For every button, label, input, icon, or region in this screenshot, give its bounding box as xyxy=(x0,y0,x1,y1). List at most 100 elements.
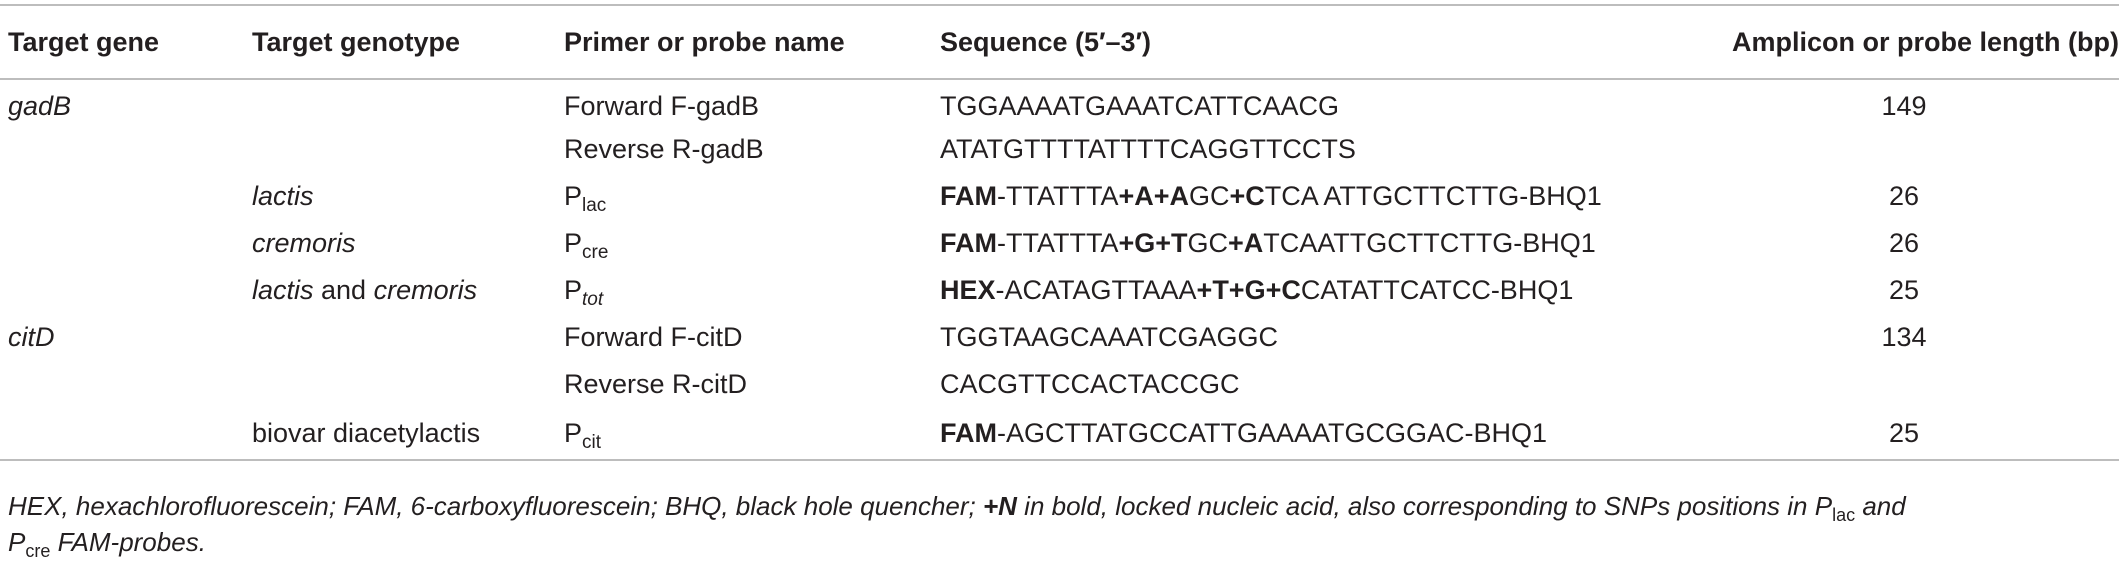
probe-name-base: P xyxy=(564,181,583,211)
cell-genotype: cremoris xyxy=(252,228,356,258)
seq-part: +C xyxy=(1229,181,1265,211)
genotype-lactis: lactis xyxy=(252,275,314,305)
cell-gene xyxy=(0,126,252,173)
cell-length xyxy=(1694,361,2119,408)
cell-length: 26 xyxy=(1694,173,2119,220)
seq-part: FAM xyxy=(940,181,997,211)
seq-part: GC xyxy=(1189,181,1230,211)
footnote-subscript: cre xyxy=(25,541,51,561)
table-row: cremoris Pcre FAM-TTATTTA+G+TGC+ATCAATTG… xyxy=(0,220,2119,267)
probe-name-subscript: cit xyxy=(582,432,602,453)
cell-gene xyxy=(0,267,252,314)
header-target-genotype: Target genotype xyxy=(252,26,461,57)
cell-gene xyxy=(0,361,252,408)
footnote-lna-marker: +N xyxy=(982,491,1017,521)
cell-genotype: lactis xyxy=(252,181,314,211)
cell-name: Pcre xyxy=(564,220,940,267)
cell-name: Ptot xyxy=(564,267,940,314)
seq-part: FAM xyxy=(940,418,997,448)
cell-sequence: CACGTTCCACTACCGC xyxy=(940,369,1240,399)
primer-probe-table: Target gene Target genotype Primer or pr… xyxy=(0,4,2119,461)
table-row: lactis and cremoris Ptot HEX-ACATAGTTAAA… xyxy=(0,267,2119,314)
cell-length: 25 xyxy=(1694,408,2119,460)
table-row: gadB Forward F-gadB TGGAAAATGAAATCATTCAA… xyxy=(0,79,2119,126)
probe-name-subscript: tot xyxy=(582,289,604,310)
cell-genotype xyxy=(252,361,564,408)
cell-genotype xyxy=(252,79,564,126)
cell-name: Forward F-citD xyxy=(564,322,743,352)
cell-sequence: TGGAAAATGAAATCATTCAACG xyxy=(940,90,1340,121)
table-row: Reverse R-citD CACGTTCCACTACCGC xyxy=(0,361,2119,408)
footnote-text: FAM-probes. xyxy=(50,527,206,557)
seq-part: -TTATTTA xyxy=(997,181,1119,211)
seq-part: -AGCTTATGCCATTGAAAATGCGGAC-BHQ1 xyxy=(997,418,1548,448)
seq-part: FAM xyxy=(940,228,997,258)
footnote-text: in bold, locked nucleic acid, also corre… xyxy=(1016,491,1833,521)
cell-gene xyxy=(0,220,252,267)
cell-gene: citD xyxy=(8,322,55,352)
length-value: 26 xyxy=(1888,181,1920,211)
seq-part: +A xyxy=(1228,228,1264,258)
seq-part: TCAATTGCTTCTTG-BHQ1 xyxy=(1263,228,1596,258)
length-value: 26 xyxy=(1888,228,1920,258)
cell-sequence: ATATGTTTTATTTTCAGGTTCCTS xyxy=(940,134,1356,164)
length-value: 25 xyxy=(1888,418,1920,448)
table-footnote: HEX, hexachlorofluorescein; FAM, 6-carbo… xyxy=(8,488,2108,560)
genotype-and: and xyxy=(313,275,374,305)
seq-part: +T+G+C xyxy=(1196,275,1301,305)
cell-sequence: FAM-TTATTTA+G+TGC+ATCAATTGCTTCTTG-BHQ1 xyxy=(940,220,1694,267)
seq-part: +G+T xyxy=(1118,228,1188,258)
cell-genotype: lactis and cremoris xyxy=(252,267,564,314)
table-row: Reverse R-gadB ATATGTTTTATTTTCAGGTTCCTS xyxy=(0,126,2119,173)
cell-name: Reverse R-gadB xyxy=(564,134,764,164)
probe-name-subscript: cre xyxy=(582,242,609,263)
table-header-row: Target gene Target genotype Primer or pr… xyxy=(0,5,2119,79)
table-row: biovar diacetylactis Pcit FAM-AGCTTATGCC… xyxy=(0,408,2119,460)
cell-sequence: HEX-ACATAGTTAAA+T+G+CCATATTCATCC-BHQ1 xyxy=(940,267,1694,314)
seq-part: CATATTCATCC-BHQ1 xyxy=(1300,275,1574,305)
cell-sequence: TGGTAAGCAAATCGAGGC xyxy=(940,322,1279,352)
genotype-cremoris: cremoris xyxy=(373,275,478,305)
cell-length: 149 xyxy=(1694,79,2119,126)
seq-part: -ACATAGTTAAA xyxy=(995,275,1197,305)
cell-gene xyxy=(0,408,252,460)
cell-length: 25 xyxy=(1694,267,2119,314)
seq-part: -TTATTTA xyxy=(997,228,1119,258)
cell-name: Forward F-gadB xyxy=(564,90,760,121)
cell-length: 26 xyxy=(1694,220,2119,267)
cell-genotype: biovar diacetylactis xyxy=(252,418,481,448)
cell-name: Plac xyxy=(564,173,940,220)
length-value: 149 xyxy=(1881,90,1927,121)
footnote-text: HEX, hexachlorofluorescein; FAM, 6-carbo… xyxy=(8,491,983,521)
seq-part: HEX xyxy=(940,275,996,305)
cell-genotype xyxy=(252,126,564,173)
cell-length xyxy=(1694,126,2119,173)
probe-name-base: P xyxy=(564,228,583,258)
cell-length: 134 xyxy=(1694,314,2119,361)
footnote-subscript: lac xyxy=(1832,505,1856,525)
seq-part: +A+A xyxy=(1118,181,1190,211)
probe-name-base: P xyxy=(564,418,583,448)
seq-part: TCA ATTGCTTCTTG-BHQ1 xyxy=(1264,181,1602,211)
seq-part: GC xyxy=(1187,228,1229,258)
cell-gene xyxy=(0,173,252,220)
header-sequence: Sequence (5′–3′) xyxy=(940,26,1152,57)
probe-name-base: P xyxy=(564,275,583,305)
cell-sequence: FAM-AGCTTATGCCATTGAAAATGCGGAC-BHQ1 xyxy=(940,408,1694,460)
table-row: lactis Plac FAM-TTATTTA+A+AGC+CTCA ATTGC… xyxy=(0,173,2119,220)
cell-gene: gadB xyxy=(8,90,72,121)
probe-name-subscript: lac xyxy=(582,195,607,216)
header-primer-probe-name: Primer or probe name xyxy=(564,26,845,57)
table-row: citD Forward F-citD TGGTAAGCAAATCGAGGC 1… xyxy=(0,314,2119,361)
cell-genotype xyxy=(252,314,564,361)
header-length: Amplicon or probe length (bp) xyxy=(1732,26,2119,57)
header-target-gene: Target gene xyxy=(8,26,160,57)
length-value: 25 xyxy=(1888,275,1920,305)
cell-sequence: FAM-TTATTTA+A+AGC+CTCA ATTGCTTCTTG-BHQ1 xyxy=(940,173,1694,220)
footnote-text: P xyxy=(8,527,26,557)
length-value: 134 xyxy=(1881,322,1927,352)
cell-name: Pcit xyxy=(564,408,940,460)
cell-name: Reverse R-citD xyxy=(564,369,748,399)
footnote-text: and xyxy=(1855,491,1906,521)
